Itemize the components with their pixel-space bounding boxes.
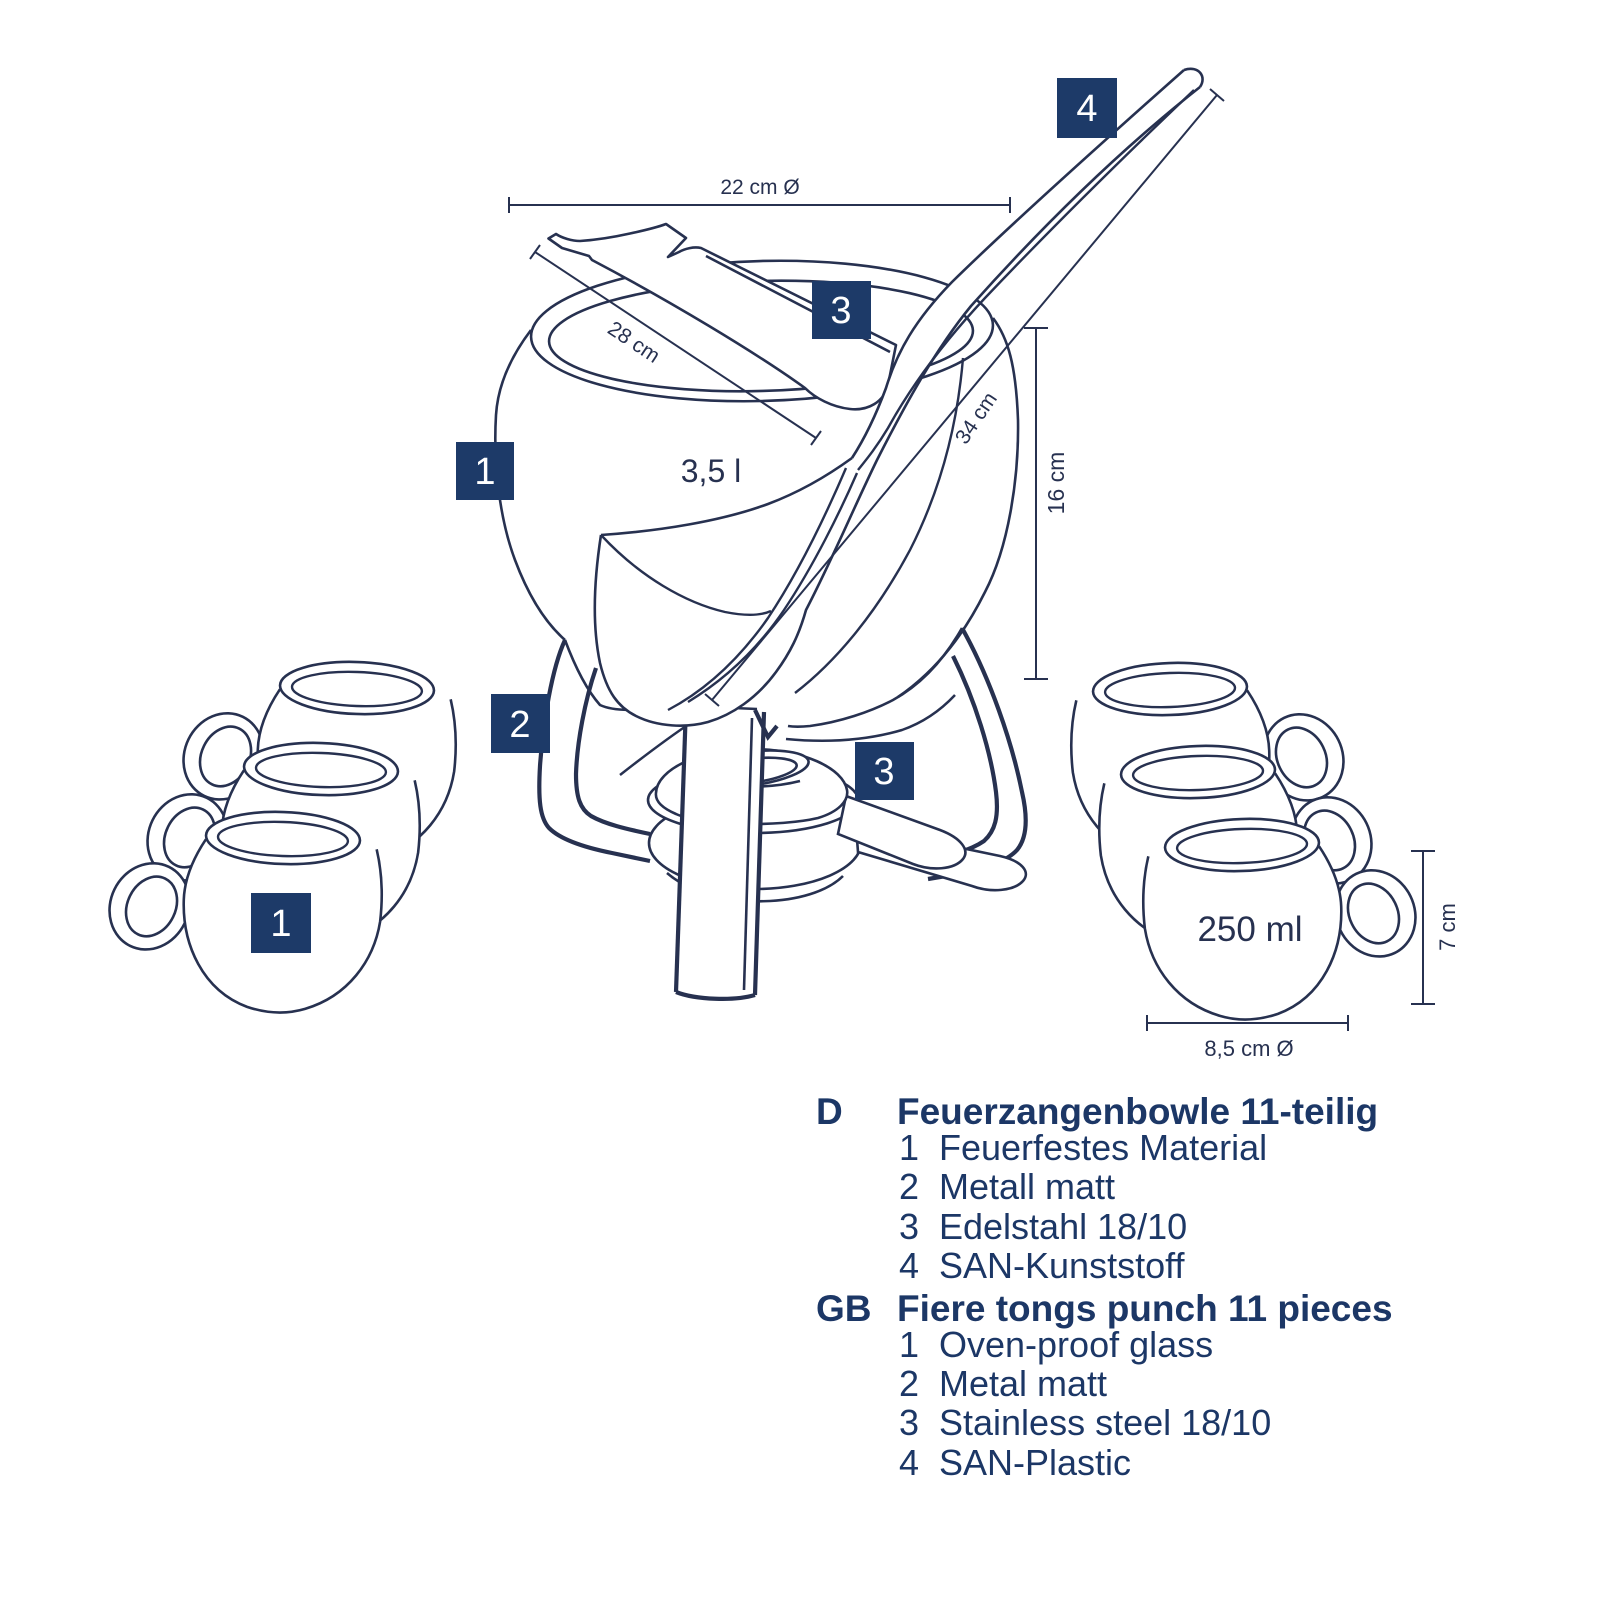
svg-text:28 cm: 28 cm xyxy=(604,317,664,368)
svg-text:D: D xyxy=(816,1091,843,1132)
svg-text:SAN-Kunststoff: SAN-Kunststoff xyxy=(939,1245,1185,1286)
svg-text:3,5 l: 3,5 l xyxy=(681,453,741,489)
svg-text:Metal matt: Metal matt xyxy=(939,1363,1107,1404)
svg-text:Edelstahl 18/10: Edelstahl 18/10 xyxy=(939,1206,1187,1247)
svg-text:8,5 cm Ø: 8,5 cm Ø xyxy=(1204,1036,1293,1061)
svg-text:4: 4 xyxy=(899,1245,919,1286)
svg-text:Metall matt: Metall matt xyxy=(939,1166,1115,1207)
svg-text:1: 1 xyxy=(474,451,495,493)
svg-text:4: 4 xyxy=(899,1442,919,1483)
svg-text:4: 4 xyxy=(1076,88,1097,130)
svg-text:1: 1 xyxy=(270,903,291,945)
svg-text:3: 3 xyxy=(830,290,851,332)
svg-text:3: 3 xyxy=(873,751,894,793)
svg-text:7 cm: 7 cm xyxy=(1435,903,1460,951)
svg-text:2: 2 xyxy=(899,1363,919,1404)
svg-text:GB: GB xyxy=(816,1288,872,1329)
svg-text:Feuerfestes Material: Feuerfestes Material xyxy=(939,1127,1267,1168)
svg-text:3: 3 xyxy=(899,1206,919,1247)
svg-text:22 cm Ø: 22 cm Ø xyxy=(720,176,799,199)
svg-text:Stainless steel 18/10: Stainless steel 18/10 xyxy=(939,1402,1271,1443)
svg-text:1: 1 xyxy=(899,1127,919,1168)
svg-text:Feuerzangenbowle 11-teilig: Feuerzangenbowle 11-teilig xyxy=(897,1091,1378,1132)
svg-text:Fiere tongs punch 11 pieces: Fiere tongs punch 11 pieces xyxy=(897,1288,1393,1329)
svg-text:2: 2 xyxy=(509,704,530,746)
svg-text:Oven-proof glass: Oven-proof glass xyxy=(939,1324,1213,1365)
svg-text:1: 1 xyxy=(899,1324,919,1365)
svg-text:SAN-Plastic: SAN-Plastic xyxy=(939,1442,1131,1483)
svg-text:16 cm: 16 cm xyxy=(1043,452,1069,515)
svg-text:250 ml: 250 ml xyxy=(1197,910,1302,949)
svg-text:3: 3 xyxy=(899,1402,919,1443)
svg-text:2: 2 xyxy=(899,1166,919,1207)
